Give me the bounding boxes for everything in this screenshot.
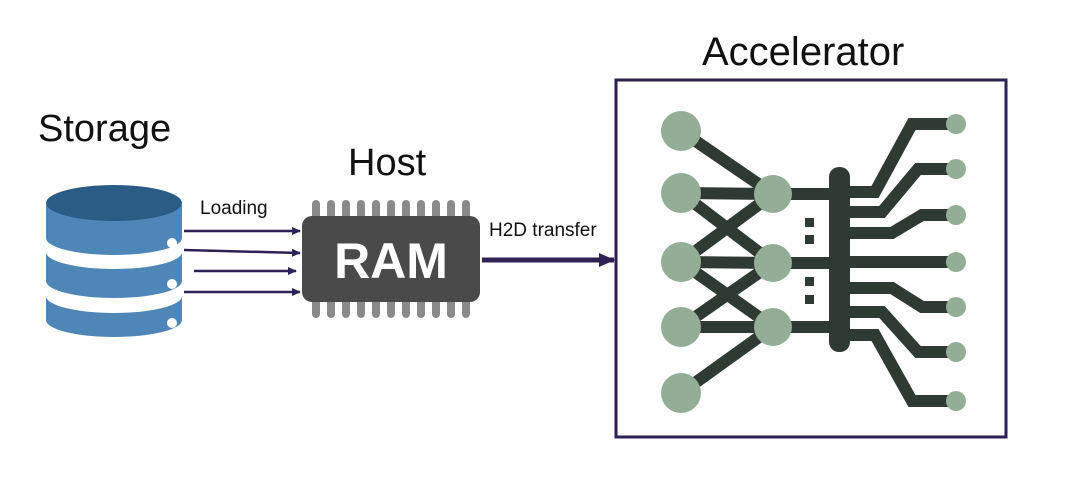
loading-arrows: [183, 227, 301, 296]
loading-label: Loading: [200, 198, 268, 219]
ram-label: RAM: [334, 233, 448, 289]
ellipsis-dots: [805, 218, 814, 304]
bus-bar: [829, 167, 850, 352]
ram-chip-icon: RAM: [302, 200, 480, 318]
host-title: Host: [348, 142, 427, 184]
database-icon: [46, 185, 182, 337]
loading-arrow-2: [183, 248, 301, 257]
accelerator-title: Accelerator: [702, 30, 905, 74]
output-nodes: [946, 114, 966, 411]
hidden-nodes: [754, 175, 792, 346]
neural-network-icon: [661, 111, 966, 413]
storage-title: Storage: [38, 108, 172, 150]
input-nodes: [661, 111, 701, 413]
h2d-transfer-label: H2D transfer: [489, 220, 597, 241]
